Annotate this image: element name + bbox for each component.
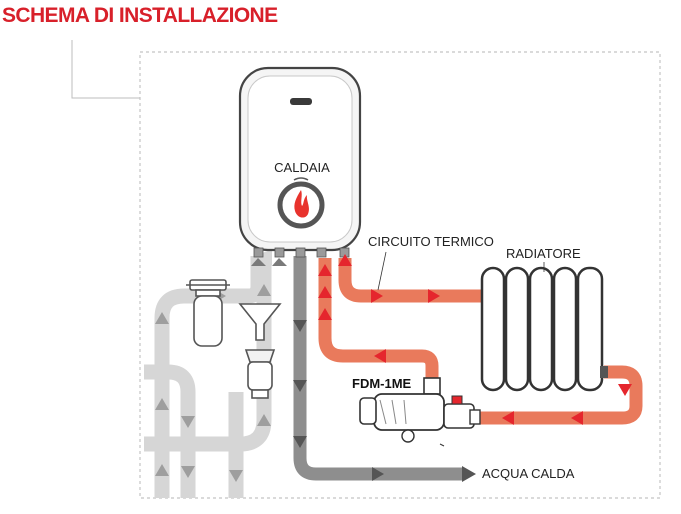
- hot-water-pipe: [293, 256, 462, 481]
- filter-fdm-1me: [359, 377, 481, 447]
- dashed-frame: [139, 51, 661, 499]
- hot-water-label: ACQUA CALDA: [482, 466, 575, 481]
- heating-circuit-label: CIRCUITO TERMICO: [368, 234, 494, 249]
- heating-flow-arrows: [318, 254, 632, 425]
- boiler-label: CALDAIA: [274, 160, 330, 175]
- diagram-title: SCHEMA DI INSTALLAZIONE: [2, 4, 278, 27]
- softener-cartridge: [186, 279, 230, 347]
- connection-arrows: [251, 258, 287, 266]
- title-leader-line: [71, 40, 140, 99]
- filter-label: FDM-1ME: [352, 376, 412, 391]
- display-slot-icon: [290, 98, 312, 105]
- flame-icon: [294, 190, 309, 218]
- radiator-label: RADIATORE: [506, 246, 581, 261]
- boiler-connections: [253, 247, 350, 258]
- radiator-outlet: [600, 366, 608, 378]
- dosing-funnel: [238, 303, 282, 399]
- radiator: [480, 266, 604, 392]
- boiler: CALDAIA: [238, 66, 362, 252]
- hot-water-arrows: [293, 320, 476, 482]
